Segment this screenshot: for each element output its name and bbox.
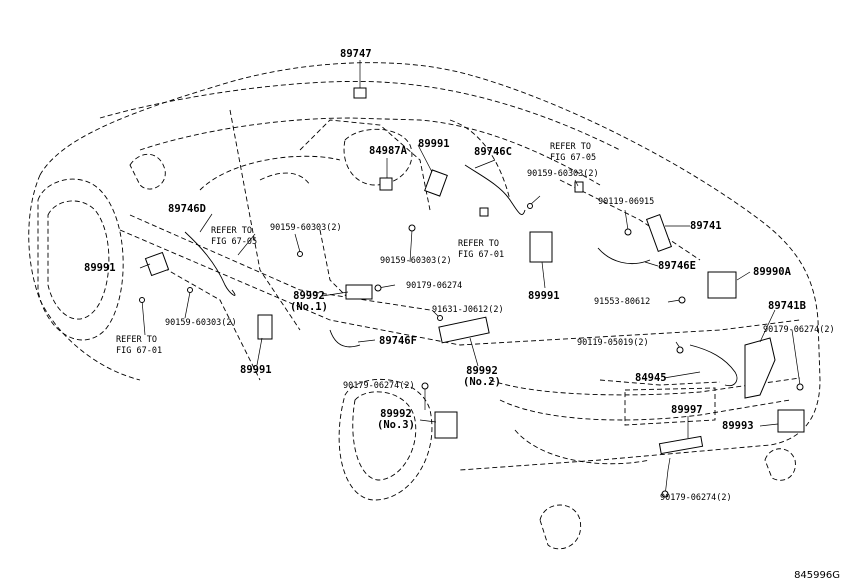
part-89992-no1 (345, 284, 373, 300)
part-89997 (658, 435, 704, 455)
figure-code: 845996G (794, 570, 840, 581)
label-89741: 89741 (690, 220, 722, 232)
label-89746e: 89746E (658, 260, 696, 272)
label-84987a: 84987A (369, 145, 407, 157)
part-89991-mid (529, 231, 553, 263)
label-89997: 89997 (671, 404, 703, 416)
label-refer-fig67-05-left: REFER TO FIG 67-05 (211, 226, 258, 247)
label-refer-fig67-05-top: REFER TO FIG 67-05 (550, 142, 597, 163)
label-refer-fig67-01-mid: REFER TO FIG 67-01 (458, 239, 505, 260)
label-89991-mid: 89991 (528, 290, 560, 302)
wire-84945 (689, 344, 738, 387)
label-91553-80612: 91553-80612 (594, 297, 651, 307)
wire-89746e (597, 247, 651, 264)
label-90159-60303-a: 90159-60303(2) (527, 169, 599, 179)
part-84987a (379, 177, 393, 191)
part-89993 (777, 409, 805, 433)
label-89992-no1: 89992 (No.1) (290, 290, 328, 313)
label-90159-60303-b: 90159-60303(2) (270, 223, 342, 233)
label-90119-05019: 90119-05019(2) (577, 338, 649, 348)
part-89747 (353, 87, 367, 99)
label-89992-no3: 89992 (No.3) (377, 408, 415, 431)
part-connector-refer (574, 181, 584, 193)
wire-89746d (184, 231, 236, 296)
label-90179-06274-a: 90179-06274(2) (763, 325, 835, 335)
label-90159-60303-c: 90159-60303(2) (380, 256, 452, 266)
part-89991-left (144, 251, 170, 277)
label-89741b: 89741B (768, 300, 806, 312)
part-89992-no3 (434, 411, 458, 439)
label-89991-left: 89991 (84, 262, 116, 274)
part-89991-bottom (257, 314, 273, 340)
label-91631-j0612: 91631-J0612(2) (432, 305, 504, 315)
label-90179-06274-b: 90179-06274(2) (343, 381, 415, 391)
label-89747: 89747 (340, 48, 372, 60)
label-89990a: 89990A (753, 266, 791, 278)
label-89991-top: 89991 (418, 138, 450, 150)
part-connector-mid (479, 207, 489, 217)
part-89990a (707, 271, 737, 299)
label-89746f: 89746F (379, 335, 417, 347)
label-90179-06274: 90179-06274 (406, 281, 463, 291)
part-89741 (645, 213, 673, 253)
label-90179-06274-c: 90179-06274(2) (660, 493, 732, 503)
label-90159-60303-d: 90159-60303(2) (165, 318, 237, 328)
label-90119-06915: 90119-06915 (598, 197, 655, 207)
label-89993: 89993 (722, 420, 754, 432)
label-89992-no2: 89992 (No.2) (463, 365, 501, 388)
part-89741b (744, 337, 776, 399)
wire-89746f (329, 329, 361, 348)
label-89746c: 89746C (474, 146, 512, 158)
part-89992-no2 (438, 316, 490, 344)
part-89991-top (424, 169, 448, 197)
label-89991-bottom: 89991 (240, 364, 272, 376)
label-refer-fig67-01-left: REFER TO FIG 67-01 (116, 335, 163, 356)
wire-89746c (464, 164, 526, 215)
label-84945: 84945 (635, 372, 667, 384)
label-89746d: 89746D (168, 203, 206, 215)
